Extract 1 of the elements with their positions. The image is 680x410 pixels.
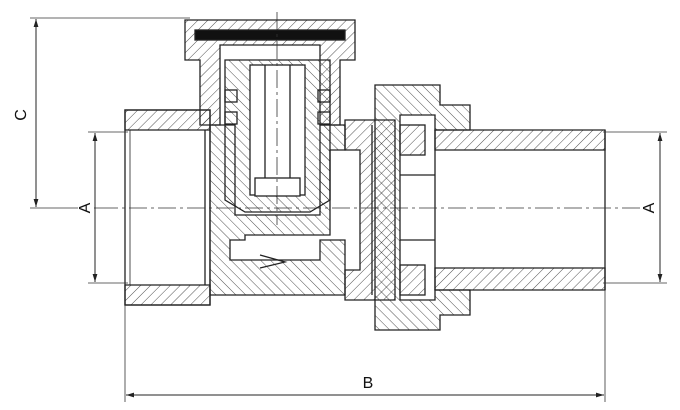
dimension-label: A (78, 202, 94, 214)
